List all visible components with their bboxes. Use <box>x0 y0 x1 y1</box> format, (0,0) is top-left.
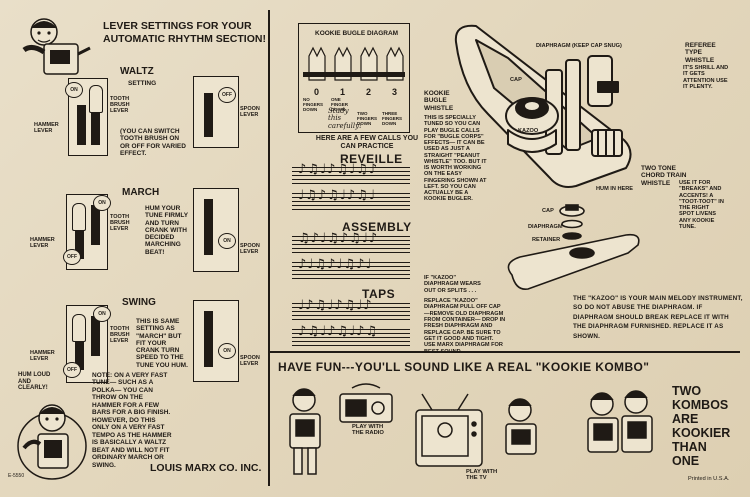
play-with-radio-label: PLAY WITH THE RADIO <box>352 424 384 437</box>
waltz-hammer-label: HAMMER LEVER <box>34 122 59 135</box>
swing-description: THIS IS SAME SETTING AS "MARCH" BUT FIT … <box>136 318 188 369</box>
referee-whistle-heading: REFEREE TYPE WHISTLE <box>685 42 716 64</box>
fast-tune-note: NOTE: ON A VERY FAST TUNE— SUCH AS A POL… <box>92 372 172 469</box>
diaphragm-keep-label: DIAPHRAGM (KEEP CAP SNUG) <box>536 43 622 49</box>
assembly-staff-1 <box>292 236 410 256</box>
march-hammer-label: HAMMER LEVER <box>30 237 55 250</box>
swing-heading: SWING <box>122 297 156 308</box>
fingering-label-2: TWO FINGERS DOWN <box>357 111 378 126</box>
center-divider <box>268 10 270 486</box>
kombo-instrument-illustration <box>454 24 632 188</box>
march-heading: MARCH <box>122 187 160 198</box>
hum-loud-label: HUM LOUD AND CLEARLY! <box>18 372 51 392</box>
reveille-heading: REVEILLE <box>340 152 403 166</box>
fingering-num-0: 0 <box>314 87 320 97</box>
boy-with-kombo-illustration <box>22 18 91 75</box>
swing-lever-panel: OFF ON <box>63 305 111 383</box>
reveille-staff-2 <box>292 193 410 213</box>
swing-spoon-panel: ON <box>193 300 239 382</box>
taps-staff-1 <box>292 303 410 323</box>
fingering-num-3: 3 <box>392 87 398 97</box>
kazoo-parts-illustration <box>507 204 640 291</box>
march-spoon-panel: ON <box>193 188 239 272</box>
march-spoon-label: SPOON LEVER <box>240 243 260 256</box>
march-on-indicator: ON <box>93 195 111 211</box>
lever-settings-title-1: LEVER SETTINGS FOR YOUR <box>103 20 252 32</box>
fingering-hands-illustration <box>303 46 405 81</box>
swing-hammer-label: HAMMER LEVER <box>30 350 55 363</box>
boy-humming-illustration <box>17 404 87 480</box>
taps-staff-2 <box>292 329 410 349</box>
fingering-label-1: ONE FINGER DOWN <box>331 97 349 112</box>
fingering-num-2: 2 <box>366 87 372 97</box>
bugle-diagram-title: KOOKIE BUGLE DIAGRAM <box>315 30 399 37</box>
fingering-label-0: NO FINGERS DOWN <box>303 97 324 112</box>
referee-whistle-description: IT'S SHRILL AND IT GETS ATTENTION USE IT… <box>683 65 729 90</box>
swing-on-indicator: ON <box>93 306 111 322</box>
assembly-heading: ASSEMBLY <box>342 220 412 234</box>
swing-tooth-brush-label: TOOTH BRUSH LEVER <box>110 326 130 345</box>
march-description: HUM YOUR TUNE FIRMLY AND TURN CRANK WITH… <box>145 205 188 256</box>
two-tone-whistle-description: USE IT FOR "BREAKS" AND ACCENTS! A "TOOT… <box>679 180 724 230</box>
march-lever-panel: OFF ON <box>63 194 111 270</box>
fingering-label-3: THREE FINGERS DOWN <box>382 111 403 126</box>
reveille-staff-1 <box>292 167 410 187</box>
bugle-diagram-box <box>298 23 410 133</box>
kazoo-label: KAZOO <box>518 128 539 134</box>
swing-spoon-on: ON <box>218 343 236 359</box>
replace-diaphragm-instructions: REPLACE "KAZOO" DIAPHRAGM PULL OFF CAP—R… <box>424 298 506 355</box>
play-along-illustrations <box>289 383 653 475</box>
bugle-whistle-description: THIS IS SPECIALLY TUNED SO YOU CAN PLAY … <box>424 115 487 203</box>
waltz-on-indicator: ON <box>65 82 83 98</box>
waltz-spoon-panel: OFF <box>193 76 239 148</box>
waltz-heading: WALTZ <box>120 66 154 77</box>
two-kombos-slogan: TWO KOMBOS ARE KOOKIER THAN ONE <box>672 384 731 468</box>
waltz-spoon-label: SPOON LEVER <box>240 106 260 119</box>
hum-in-here-label: HUM IN HERE <box>596 186 633 192</box>
march-tooth-brush-label: TOOTH BRUSH LEVER <box>110 214 130 233</box>
banner-divider <box>270 351 740 353</box>
waltz-spoon-off: OFF <box>218 87 236 103</box>
waltz-tooth-brush-label: TOOTH BRUSH LEVER <box>110 96 130 115</box>
diaphragm-part-label: DIAPHRAGM <box>528 224 563 230</box>
retainer-part-label: RETAINER <box>532 237 561 243</box>
play-with-tv-label: PLAY WITH THE TV <box>466 469 498 482</box>
cap-part-label: CAP <box>542 208 554 214</box>
lever-settings-title-2: AUTOMATIC RHYTHM SECTION! <box>103 33 266 45</box>
bugle-whistle-heading: KOOKIE BUGLE WHISTLE <box>424 90 454 112</box>
cap-label: CAP <box>510 77 522 83</box>
printed-in-usa: Printed in U.S.A. <box>688 476 730 482</box>
two-tone-whistle-heading: TWO TONE CHORD TRAIN WHISTLE <box>641 165 687 187</box>
waltz-description: (YOU CAN SWITCH TOOTH BRUSH ON OR OFF FO… <box>120 128 186 157</box>
march-spoon-on: ON <box>218 233 236 249</box>
kazoo-melody-note: THE "KAZOO" IS YOUR MAIN MELODY INSTRUME… <box>573 295 743 340</box>
swing-off-indicator: OFF <box>63 362 81 378</box>
taps-heading: TAPS <box>362 287 396 301</box>
waltz-lever-panel: ON <box>65 78 108 156</box>
company-name: LOUIS MARX CO. INC. <box>150 462 262 474</box>
waltz-tooth-brush-lever <box>89 85 103 113</box>
assembly-staff-2 <box>292 262 410 282</box>
fingering-num-1: 1 <box>340 87 346 97</box>
kookie-kombo-banner: HAVE FUN---YOU'LL SOUND LIKE A REAL "KOO… <box>278 360 650 374</box>
product-code: E-5550 <box>8 473 25 479</box>
practice-calls-label: HERE ARE A FEW CALLS YOU CAN PRACTICE <box>315 135 419 151</box>
study-carefully-note: Study this carefully! <box>328 107 362 130</box>
waltz-setting-label: SETTING <box>128 80 157 87</box>
kazoo-wears-note: IF "KAZOO" DIAPHRAGM WEARS OUT OR SPLITS… <box>424 275 481 294</box>
swing-spoon-label: SPOON LEVER <box>240 355 260 368</box>
march-off-indicator: OFF <box>63 249 81 265</box>
